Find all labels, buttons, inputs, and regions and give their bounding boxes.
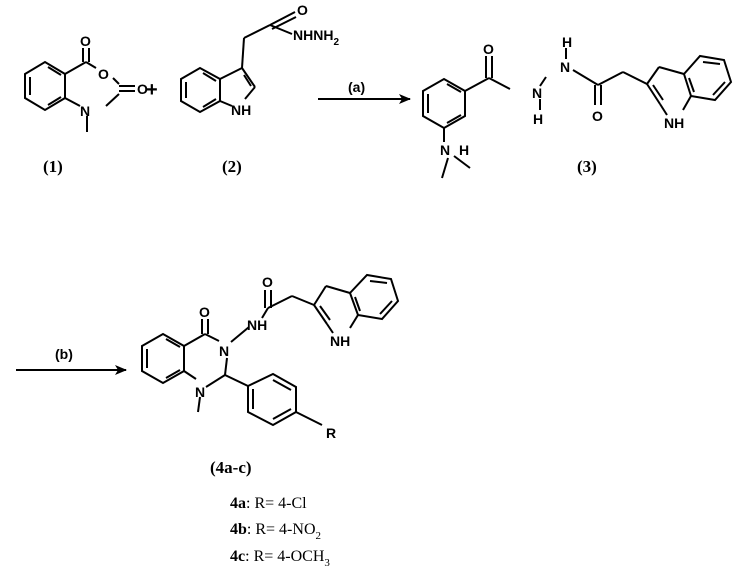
c1-ring-o: O [98, 66, 109, 82]
c3-h2: H [562, 34, 572, 50]
c2-hydrazide: NHNH2 [293, 27, 339, 48]
c4-r-group: R [326, 425, 336, 441]
step-b-label: (b) [55, 346, 73, 362]
c3-hydrazide-n2: N [560, 59, 570, 75]
compound-1-structure [24, 48, 135, 132]
compound-4-structure [141, 273, 400, 427]
substituent-4a: 4a: R= 4-Cl [230, 495, 307, 512]
compound-2-label: (2) [222, 157, 242, 176]
c4-ring-n3: N [219, 343, 229, 359]
compound-4-label: (4a-c) [210, 458, 252, 477]
c4-carbonyl-o-amide: O [262, 274, 273, 290]
c2-carbonyl-o: O [297, 2, 308, 18]
c4-indole-nh: NH [330, 333, 350, 349]
c3-methylamino-h: H [459, 142, 469, 158]
c3-indole-nh: NH [664, 115, 684, 131]
c1-ring-n: N [80, 103, 90, 119]
c4-amide-nh: NH [247, 317, 267, 333]
compound-3-structure [422, 48, 733, 179]
c4-carbonyl-o-ring: O [199, 304, 210, 320]
c2-indole-nh: NH [231, 102, 251, 118]
c3-carbonyl-o-right: O [592, 108, 603, 124]
c3-methylamino-n: N [440, 142, 450, 158]
c1-carbonyl-o-right: O [137, 81, 148, 97]
compound-1-label: (1) [43, 157, 63, 176]
substituent-4c: 4c: R= 4-OCH3 [230, 548, 330, 569]
step-a-label: (a) [348, 79, 365, 95]
compound-3-label: (3) [577, 157, 597, 176]
c3-hydrazide-n1: N [532, 85, 542, 101]
c1-carbonyl-o-top: O [80, 33, 91, 49]
compound-2-structure [180, 11, 297, 114]
substituent-4b: 4b: R= 4-NO2 [230, 521, 321, 542]
c3-h1: H [533, 111, 543, 127]
c3-carbonyl-o-left: O [483, 41, 494, 57]
plus-sign: + [146, 79, 158, 101]
c4-ring-n1: N [195, 384, 205, 400]
